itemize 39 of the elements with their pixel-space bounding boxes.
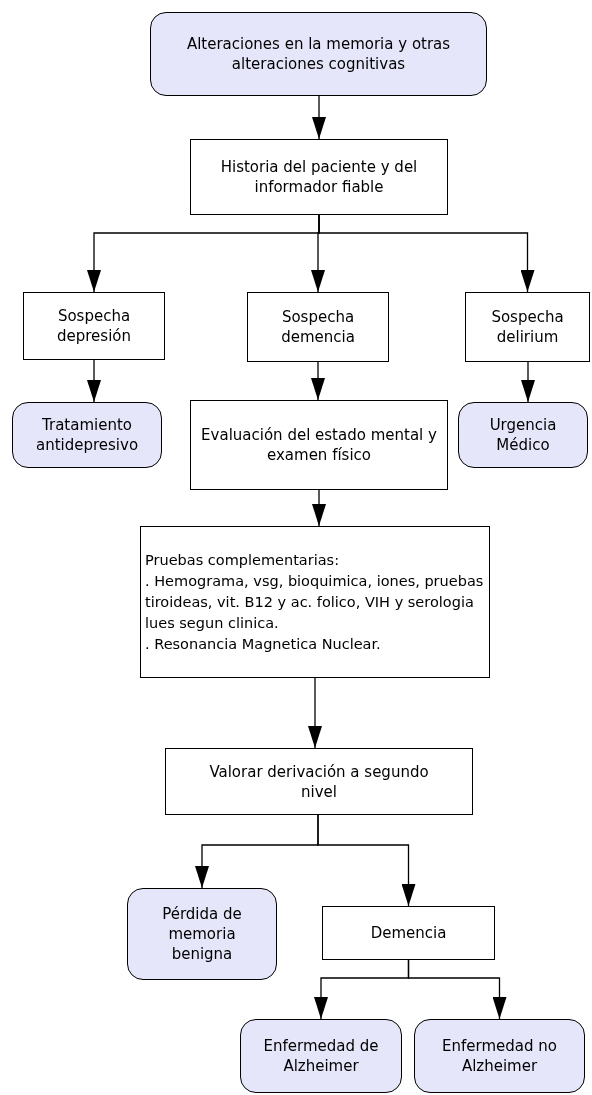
process-box <box>190 139 448 215</box>
process-box <box>165 748 473 815</box>
node-text: Sospecha delirium <box>490 307 565 347</box>
terminal-box <box>414 1019 585 1093</box>
process-box <box>23 292 165 360</box>
arrow <box>407 959 507 1020</box>
node-text: Urgencia Médico <box>488 415 558 455</box>
process-box <box>465 292 590 362</box>
arrow <box>311 361 325 401</box>
node-text: Historia del paciente y del informador fiable <box>219 157 419 197</box>
node-text: Sospecha depresión <box>56 306 132 346</box>
node-text: Evaluación del estado mental y examen físico <box>200 425 438 465</box>
arrow <box>318 214 535 293</box>
node-text: Enfermedad no Alzheimer <box>441 1036 558 1076</box>
arrow <box>317 814 416 907</box>
process-box <box>322 906 495 960</box>
terminal-box <box>458 402 588 468</box>
node-text: Enfermedad de Alzheimer <box>262 1036 380 1076</box>
node-text: . Resonancia Magnetica Nuclear. <box>145 634 381 654</box>
node-text: Pérdida de memoria benigna <box>161 904 243 964</box>
terminal-box <box>127 888 277 980</box>
node-text: . Hemograma, vsg, bioquimica, iones, pruebas tiroideas, vit. B12 y ac. folico, VIH y serologia lues segun clinica. <box>145 571 485 633</box>
process-box <box>247 292 389 362</box>
arrow <box>312 489 326 527</box>
terminal-box <box>150 12 487 96</box>
arrow <box>308 677 322 749</box>
node-text: Sospecha demencia <box>280 307 356 347</box>
process-box <box>140 526 490 678</box>
terminal-box <box>240 1019 402 1093</box>
terminal-box <box>12 402 162 468</box>
process-box <box>190 400 448 490</box>
node-text: Demencia <box>370 923 447 943</box>
node-text: Valorar derivación a segundo nivel <box>208 761 430 802</box>
arrow <box>87 359 101 403</box>
node-text: Tratamiento antidepresivo <box>34 415 140 455</box>
arrow <box>521 361 535 403</box>
arrow <box>312 95 326 140</box>
node-text: Pruebas complementarias: <box>145 550 340 570</box>
node-text: Alteraciones en la memoria y otras alteraciones cognitivas <box>185 34 452 74</box>
